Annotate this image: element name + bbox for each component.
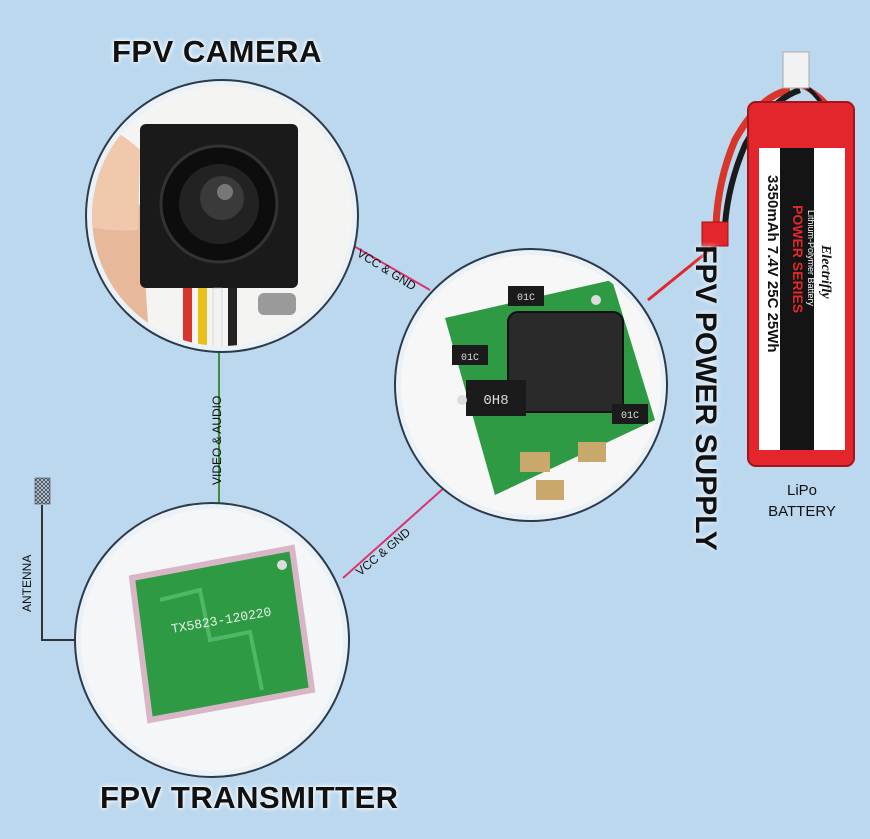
camera-title: FPV CAMERA — [112, 34, 322, 69]
battery-spec: 3350mAh 7.4V 25C 25Wh — [764, 175, 781, 353]
transmitter-node: TX5823-120220 — [74, 502, 350, 778]
ic-chip — [466, 380, 526, 416]
antenna-icon — [34, 477, 51, 505]
capacitor-3 — [612, 404, 648, 424]
cap-tan-2 — [578, 442, 606, 462]
cap-tan-1 — [520, 452, 550, 472]
xt-connector — [701, 221, 729, 247]
battery-power-line — [647, 238, 723, 302]
capacitor-2 — [508, 286, 544, 306]
lipo-battery: 3350mAh 7.4V 25C 25Wh POWER SERIES Lithi… — [701, 51, 855, 467]
power-supply-title-wrap: FPV POWER SUPPLY — [670, 245, 740, 551]
tx-pcb — [128, 544, 316, 724]
capacitor-3-text: 01C — [621, 411, 639, 422]
battery-caption-line1: LiPo — [786, 482, 818, 499]
battery-chemistry: Lithium-Polymer Battery — [806, 210, 816, 307]
ic-chip-text: 0H8 — [483, 393, 508, 409]
power-supply-node: 0H8 01C 01C 01C — [394, 248, 668, 522]
cap-tan-3 — [536, 480, 564, 500]
video-audio-label: VIDEO & AUDIO — [210, 395, 224, 485]
microphone — [258, 293, 296, 315]
pad-2 — [591, 295, 601, 305]
capacitor-1 — [452, 345, 488, 365]
camera-power-line — [351, 244, 431, 291]
tx-power-line — [342, 486, 446, 579]
battery-brand: Electrifly — [818, 244, 833, 299]
inductor — [507, 311, 624, 413]
battery-caption: LiPo BATTERY — [752, 480, 852, 522]
antenna-label: ANTENNA — [20, 554, 34, 612]
wire-black — [228, 288, 237, 346]
wire-red — [183, 288, 192, 346]
wire-yellow — [198, 288, 207, 346]
balance-connector — [782, 51, 810, 89]
pad-1 — [457, 395, 467, 405]
capacitor-2-text: 01C — [517, 293, 535, 304]
battery-caption-line2: BATTERY — [768, 503, 836, 520]
tx-trace — [159, 587, 264, 691]
tx-mount-hole — [277, 560, 287, 570]
battery-label-stripe — [780, 148, 814, 450]
camera-node — [85, 79, 359, 353]
antenna-line — [41, 505, 82, 641]
camera-lens — [159, 144, 279, 264]
battery-wire-red — [712, 86, 791, 226]
transmitter-title: FPV TRANSMITTER — [100, 780, 399, 815]
battery-wire-black — [722, 87, 802, 226]
battery-series: POWER SERIES — [790, 205, 806, 313]
power-supply-title: FPV POWER SUPPLY — [689, 245, 722, 551]
capacitor-1-text: 01C — [461, 353, 479, 364]
wire-white — [212, 287, 223, 346]
